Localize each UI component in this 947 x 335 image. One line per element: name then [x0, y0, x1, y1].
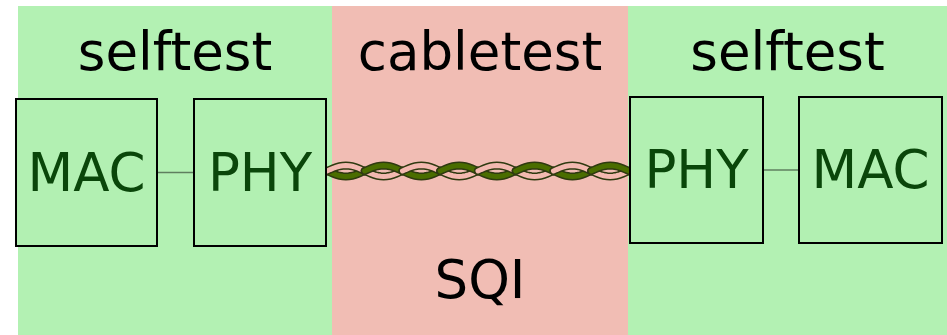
component-label: PHY [644, 138, 748, 202]
region-title: selftest [628, 20, 947, 84]
connector-line [764, 170, 798, 171]
component-label: MAC [27, 141, 145, 205]
component-box: PHY [629, 96, 764, 244]
test-region-band: selftestMAC PHY [18, 6, 332, 335]
region-note: SQI [332, 248, 628, 312]
component-box: MAC [15, 98, 158, 247]
component-box: MAC [798, 96, 943, 244]
region-title: cabletest [332, 20, 628, 84]
twisted-pair-cable [327, 166, 629, 177]
component-box: PHY [193, 98, 327, 247]
connector-line [158, 172, 193, 173]
region-title: selftest [18, 20, 332, 84]
component-label: MAC [811, 138, 929, 202]
component-label: PHY [208, 141, 312, 205]
